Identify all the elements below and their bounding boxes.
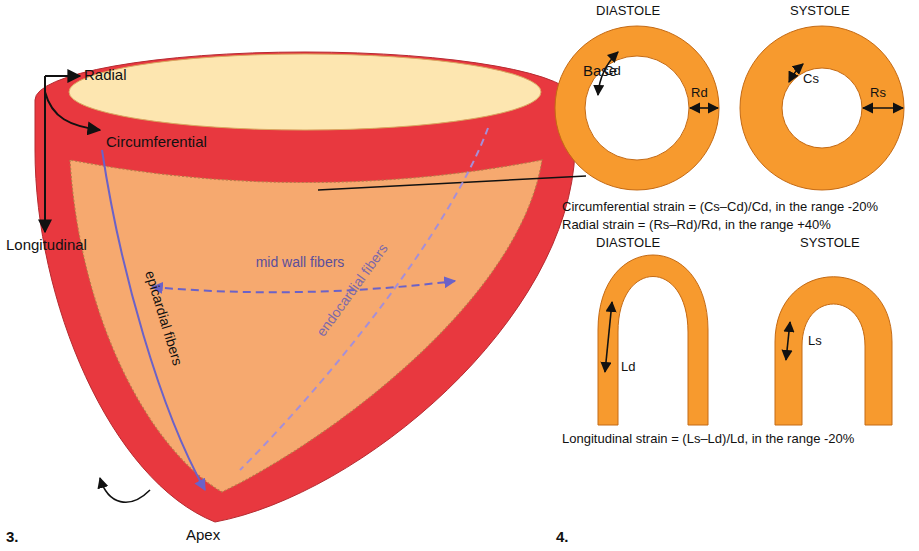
dimension-label: Cd bbox=[604, 64, 621, 79]
dimension-label: Rs bbox=[870, 86, 886, 101]
dimension-label: Rd bbox=[691, 86, 708, 101]
formula-text: Longitudinal strain = (Ls–Ld)/Ld, in the… bbox=[562, 432, 854, 447]
figure-number: 3. bbox=[6, 528, 19, 545]
phase-label: DIASTOLE bbox=[596, 4, 660, 19]
direction-label: Circumferential bbox=[106, 133, 207, 150]
dimension-label: Ld bbox=[621, 360, 635, 375]
phase-label: SYSTOLE bbox=[790, 4, 850, 19]
direction-label: Longitudinal bbox=[6, 236, 87, 253]
formula-text: Radial strain = (Rs–Rd)/Rd, in the range… bbox=[562, 218, 831, 233]
region-label: Apex bbox=[186, 526, 220, 543]
figure-number: 4. bbox=[556, 528, 569, 545]
phase-label: SYSTOLE bbox=[800, 236, 860, 251]
direction-label: Radial bbox=[84, 66, 127, 83]
dimension-label: Ls bbox=[808, 334, 822, 349]
dimension-label: Cs bbox=[803, 72, 819, 87]
phase-label: DIASTOLE bbox=[596, 236, 660, 251]
formula-text: Circumferential strain = (Cs–Cd)/Cd, in … bbox=[562, 200, 878, 215]
fiber-label: mid wall fibers bbox=[256, 254, 345, 270]
